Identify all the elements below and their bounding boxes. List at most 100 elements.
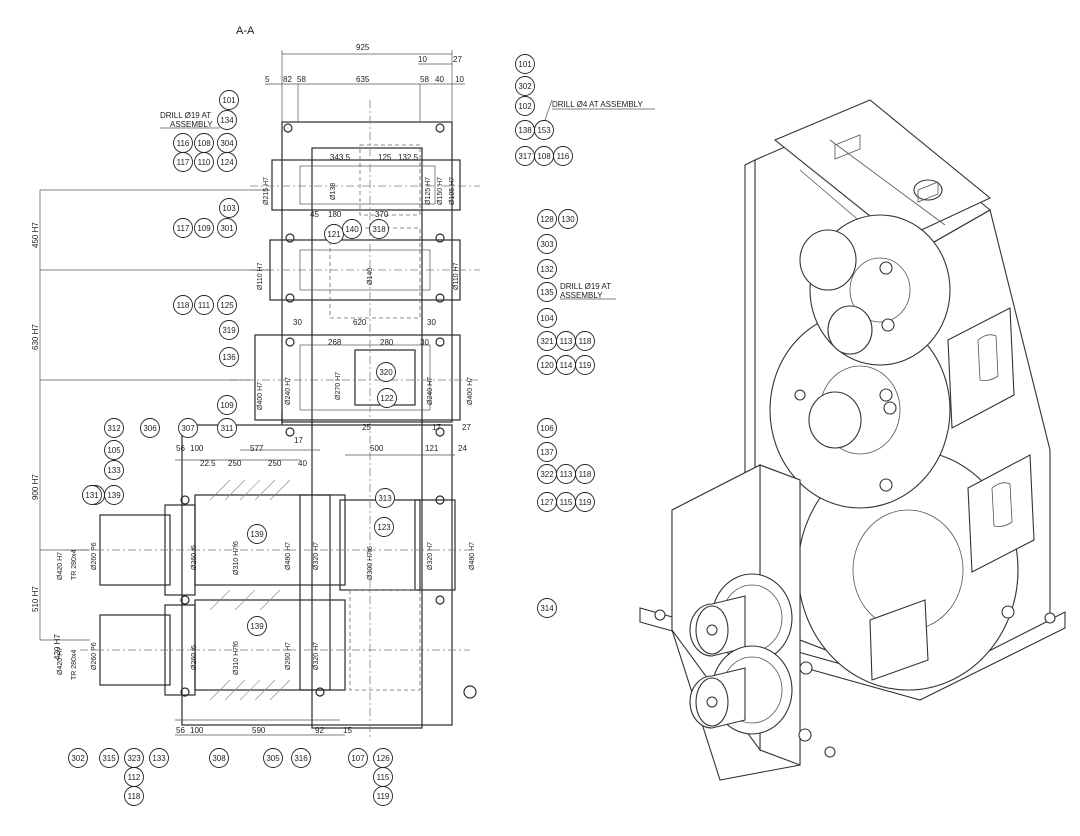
dia-260p6a: Ø260 P6 (91, 542, 98, 570)
balloon-circle (537, 259, 557, 279)
balloon-label: 322 (540, 470, 554, 479)
balloon-label: 108 (197, 139, 211, 148)
part-balloon: 132 (537, 259, 557, 279)
part-balloon: 135 (537, 282, 557, 302)
part-balloon: 118 (575, 331, 595, 351)
balloon-label: 118 (579, 470, 592, 479)
dim-56b: 56 (176, 726, 185, 735)
part-balloon: 101 (515, 54, 535, 74)
note-drill-4: DRILL Ø4 AT ASSEMBLY (552, 100, 644, 109)
balloon-circle (515, 96, 535, 116)
part-balloon: 106 (537, 418, 557, 438)
balloon-circle (217, 152, 237, 172)
balloon-label: 117 (177, 158, 190, 167)
part-balloon: 321 (537, 331, 557, 351)
thread-tr-b: TR 280x4 (71, 650, 78, 680)
dia-480h7a: Ø480 H7 (285, 542, 292, 570)
part-balloon: 116 (173, 133, 193, 153)
balloon-label: 117 (177, 224, 190, 233)
dia-260f6b: Ø260 f6 (191, 645, 198, 670)
part-balloon: 118 (173, 295, 193, 315)
part-balloon: 119 (575, 492, 595, 512)
dim-15: 15 (343, 726, 352, 735)
balloon-label: 113 (560, 337, 573, 346)
dia-138: Ø138 (330, 183, 337, 200)
dia-400h7b: Ø400 H7 (467, 377, 474, 405)
balloon-circle (104, 460, 124, 480)
balloon-circle (149, 748, 169, 768)
part-balloon: 138 (515, 120, 535, 140)
dim-250a: 250 (228, 459, 242, 468)
dia-125h7: Ø125 H7 (425, 177, 432, 205)
balloon-label: 305 (266, 754, 280, 763)
balloon-label: 130 (561, 215, 575, 224)
balloon-label: 139 (250, 622, 264, 631)
balloon-label: 314 (540, 604, 554, 613)
dim-10b: 10 (455, 75, 464, 84)
dim-280: 280 (380, 338, 394, 347)
part-balloon: 121 (324, 224, 344, 244)
part-balloon: 110 (194, 152, 214, 172)
part-balloon: 115 (556, 492, 576, 512)
dia-320h7a: Ø320 H7 (313, 542, 320, 570)
dim-58a: 58 (297, 75, 306, 84)
dia-260p6b: Ø260 P6 (91, 642, 98, 670)
balloon-circle (342, 219, 362, 239)
balloon-label: 315 (102, 754, 116, 763)
balloon-circle (99, 748, 119, 768)
part-balloon: 128 (537, 209, 557, 229)
thread-tr-a: TR 280x4 (71, 550, 78, 580)
part-balloon: 109 (217, 395, 237, 415)
balloon-label: 103 (222, 204, 236, 213)
part-balloon: 102 (515, 96, 535, 116)
balloon-label: 122 (380, 394, 394, 403)
balloon-label: 118 (177, 301, 190, 310)
dim-343-5: 343.5 (330, 153, 351, 162)
dim-100a: 100 (190, 444, 204, 453)
dim-58b: 58 (420, 75, 429, 84)
part-balloon: 139 (247, 616, 267, 636)
section-title: A-A (236, 25, 255, 37)
balloon-circle (553, 146, 573, 166)
dia-150h7: Ø150 H7 (437, 177, 444, 205)
balloon-label: 102 (518, 102, 532, 111)
dia-140: Ø140 (367, 268, 374, 285)
center-lines (80, 100, 480, 740)
part-balloon: 305 (263, 748, 283, 768)
balloon-label: 120 (540, 361, 554, 370)
balloon-label: 302 (71, 754, 85, 763)
dim-900h7: 900 H7 (31, 474, 40, 500)
dim-180: 180 (328, 210, 342, 219)
part-balloon: 303 (537, 234, 557, 254)
balloon-circle (247, 616, 267, 636)
balloon-label: 119 (377, 792, 390, 801)
balloon-circle (375, 488, 395, 508)
balloon-label: 136 (222, 353, 236, 362)
balloon-label: 139 (107, 491, 121, 500)
balloon-circle (537, 308, 557, 328)
balloon-circle (209, 748, 229, 768)
iso-cover-mid (827, 305, 873, 355)
part-balloon: 304 (217, 133, 237, 153)
dim-10a: 10 (418, 55, 427, 64)
dim-27: 27 (453, 55, 462, 64)
part-balloon: 302 (515, 76, 535, 96)
dim-27b: 27 (462, 423, 471, 432)
part-balloon: 112 (124, 767, 144, 787)
balloon-label: 104 (540, 314, 554, 323)
balloon-label: 112 (128, 773, 141, 782)
part-balloon: 139 (104, 485, 124, 505)
part-balloon: 140 (342, 219, 362, 239)
balloon-circle (178, 418, 198, 438)
balloon-label: 101 (518, 60, 532, 69)
balloon-circle (537, 418, 557, 438)
part-balloon: 115 (373, 767, 393, 787)
dim-925: 925 (356, 43, 370, 52)
balloon-circle (377, 388, 397, 408)
dim-132-5: 132.5 (398, 153, 419, 162)
balloon-label: 110 (198, 158, 211, 167)
part-balloon: 313 (375, 488, 395, 508)
note-drill-19-right-1: DRILL Ø19 AT (560, 282, 611, 291)
part-balloon: 319 (219, 320, 239, 340)
part-balloon: 122 (377, 388, 397, 408)
